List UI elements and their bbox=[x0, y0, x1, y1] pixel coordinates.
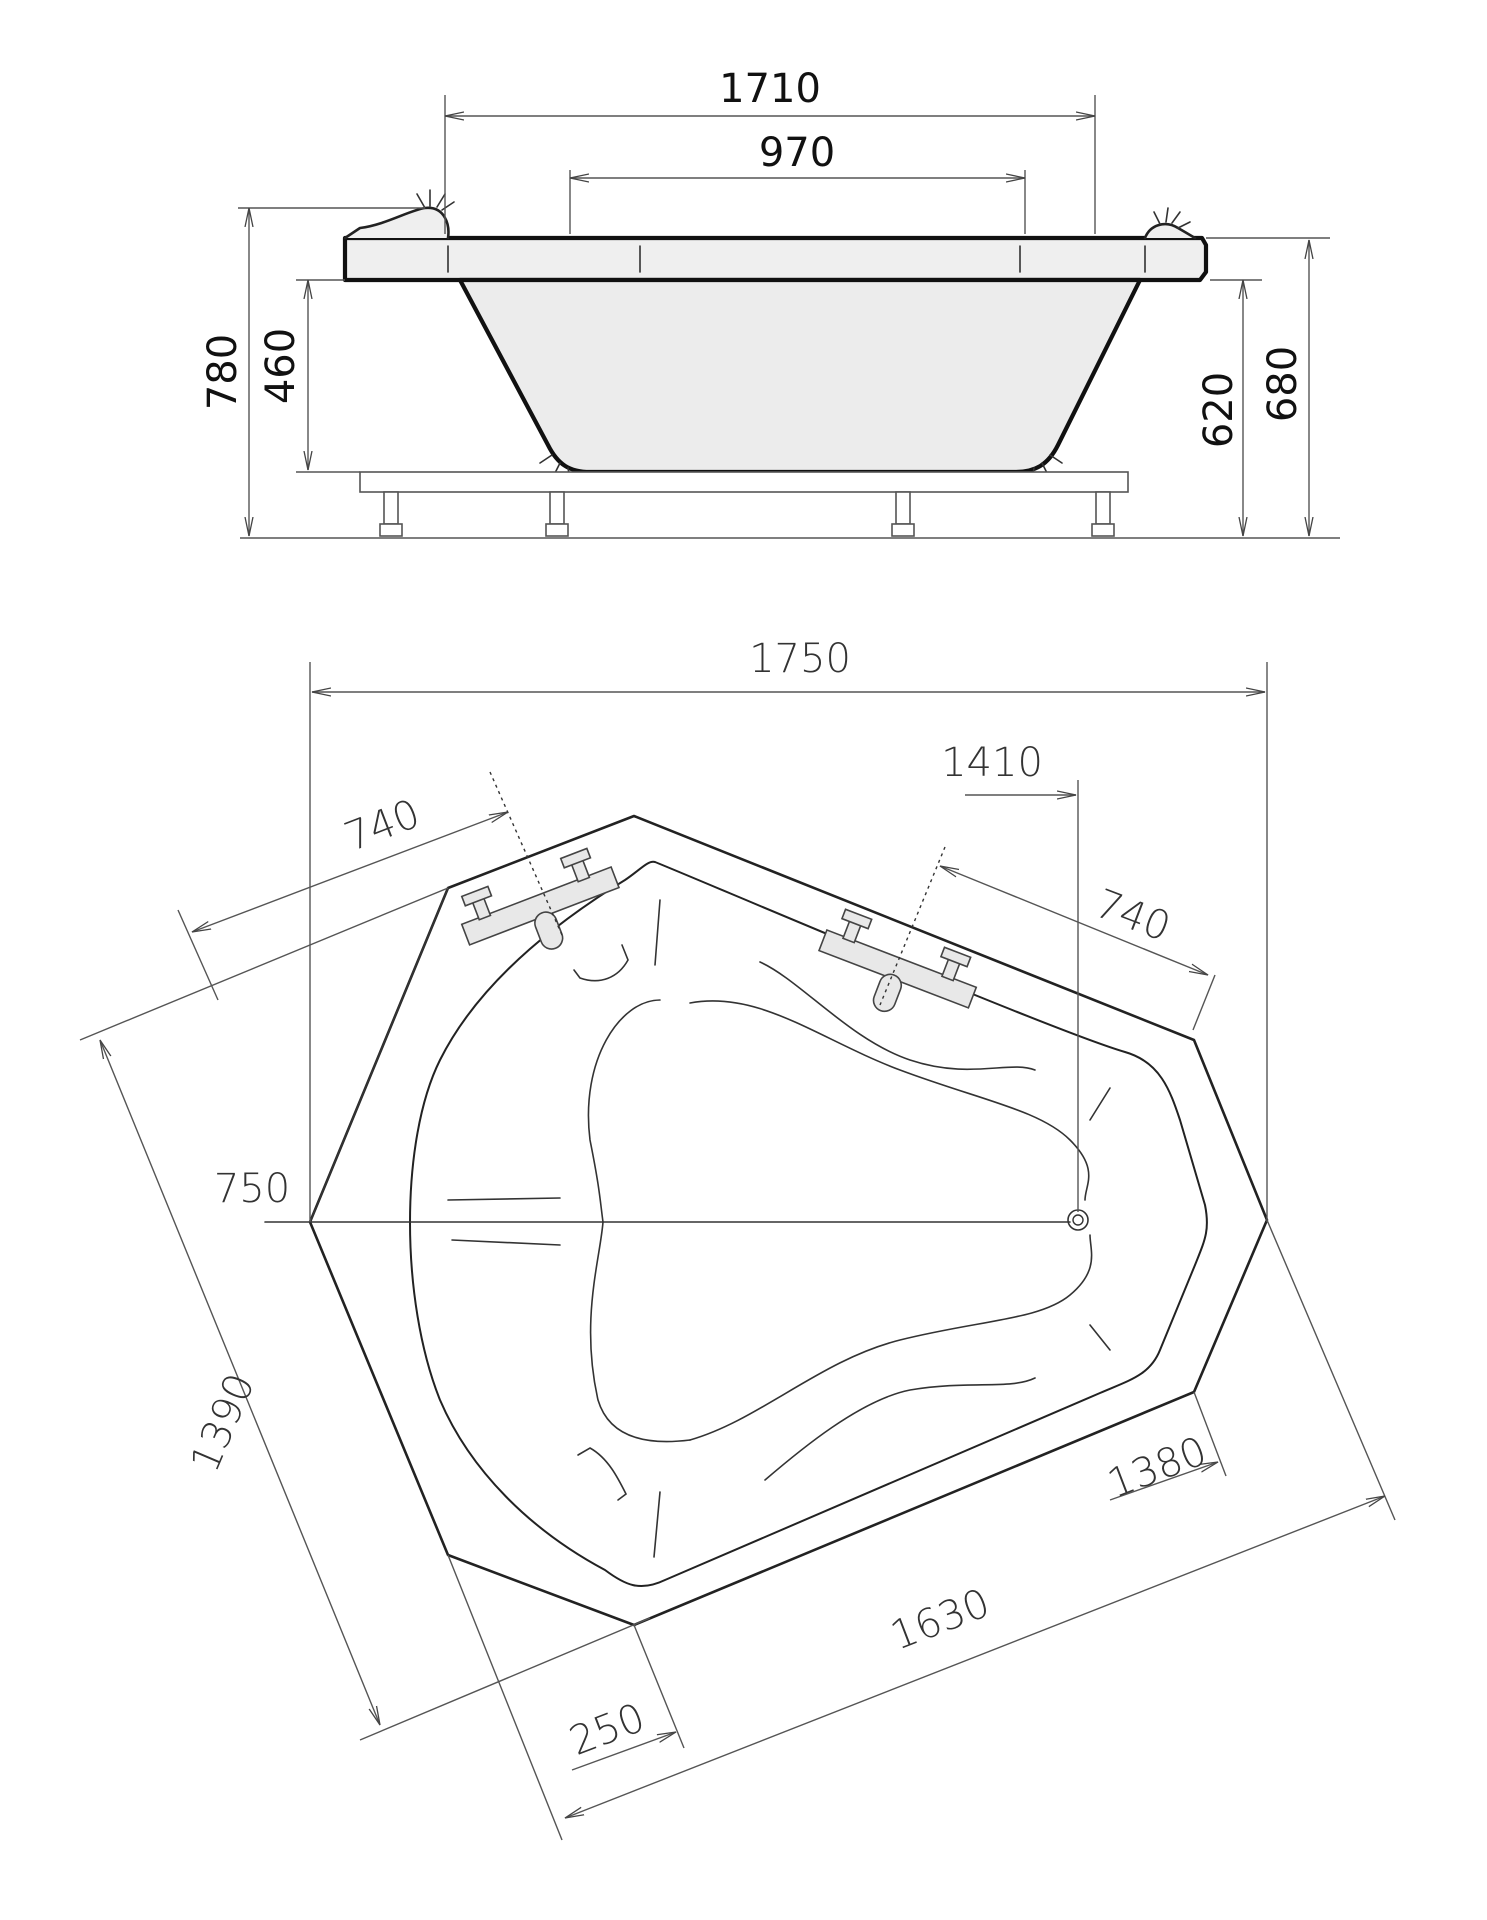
label-620: 620 bbox=[1196, 372, 1242, 448]
rim-diagonal bbox=[309, 887, 449, 1223]
label-250: 250 bbox=[563, 1695, 651, 1765]
basin-contour-lower bbox=[589, 1221, 691, 1443]
faucet-right-axis bbox=[879, 846, 946, 1006]
headrest-mark-bottom bbox=[577, 1447, 628, 1501]
dim-line-1630 bbox=[565, 1495, 1385, 1819]
faucet-left-axis bbox=[489, 771, 563, 936]
headrest-right bbox=[1143, 222, 1197, 240]
label-1390: 1390 bbox=[182, 1367, 264, 1479]
faucet-left bbox=[460, 847, 621, 950]
label-1410: 1410 bbox=[941, 740, 1043, 786]
label-460: 460 bbox=[258, 328, 304, 404]
dim-line-250 bbox=[571, 1731, 676, 1771]
label-750: 750 bbox=[214, 1166, 290, 1212]
headrest-left bbox=[343, 206, 450, 240]
label-1630: 1630 bbox=[885, 1580, 997, 1659]
label-1710: 1710 bbox=[719, 66, 821, 112]
support-legs bbox=[379, 491, 1115, 537]
tub-rim bbox=[342, 235, 1209, 283]
headrest-mark-top bbox=[573, 944, 629, 982]
basin-contour-upper bbox=[587, 999, 661, 1223]
label-1750: 1750 bbox=[749, 636, 851, 682]
label-680: 680 bbox=[1260, 346, 1306, 422]
dim-line-1380 bbox=[1109, 1461, 1218, 1501]
dim-line-740-right bbox=[940, 865, 1208, 976]
drain bbox=[1067, 1209, 1089, 1231]
label-740-left: 740 bbox=[338, 791, 426, 861]
rim-joint-marks bbox=[447, 245, 1146, 273]
label-740-right: 740 bbox=[1089, 881, 1177, 951]
label-780: 780 bbox=[200, 334, 246, 410]
label-1380: 1380 bbox=[1102, 1428, 1214, 1507]
tub-basin bbox=[457, 277, 1143, 475]
label-970: 970 bbox=[759, 130, 835, 176]
dim-line-740-left bbox=[192, 811, 508, 933]
side-view: 1710 970 780 460 620 680 bbox=[200, 66, 1340, 539]
top-view: 1750 1410 740 740 750 1390 1380 1630 250 bbox=[79, 636, 1396, 1841]
support-frame bbox=[359, 471, 1129, 493]
faucet-right bbox=[817, 908, 978, 1013]
dim-line-1390 bbox=[99, 1040, 381, 1725]
